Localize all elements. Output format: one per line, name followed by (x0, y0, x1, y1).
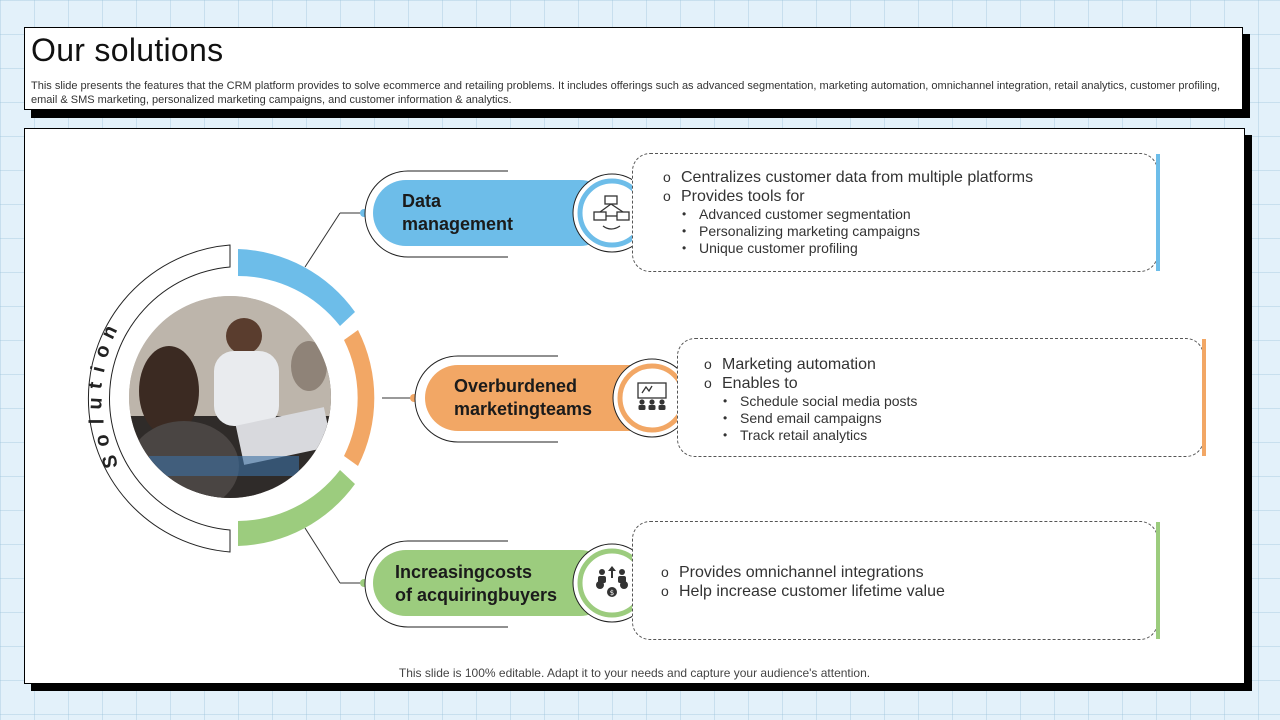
item-title-marketing-teams: Overburdened marketingteams (454, 376, 593, 419)
list-item: Send email campaigns (702, 410, 917, 427)
page-title: Our solutions (31, 32, 224, 68)
list-item: Personalizing marketing campaigns (661, 223, 1033, 240)
list-item: Marketing automation (702, 355, 917, 374)
list-item: Enables to (702, 374, 917, 393)
solution-letter: l (86, 418, 109, 425)
accent-bar (1156, 154, 1160, 271)
accent-bar (1202, 339, 1206, 456)
solution-letter: S (98, 453, 123, 471)
item-title-acquiring-buyers: Increasingcosts of acquiringbuyers (395, 562, 558, 605)
detail-box-marketing-teams: Marketing automation Enables to Schedule… (677, 338, 1206, 457)
detail-box-data-management: Centralizes customer data from multiple … (632, 153, 1160, 272)
team-photo (129, 296, 331, 498)
header-card: Our solutions This slide presents the fe… (24, 27, 1243, 110)
list-item: Centralizes customer data from multiple … (661, 168, 1033, 187)
list-item: Provides tools for (661, 187, 1033, 206)
solution-letter: o (91, 433, 114, 448)
footer-note: This slide is 100% editable. Adapt it to… (398, 666, 871, 680)
list-item: Advanced customer segmentation (661, 206, 1033, 223)
detail-list: Provides omnichannel integrations Help i… (659, 563, 945, 601)
list-item: Unique customer profiling (661, 240, 1033, 257)
item-title-data-management: Data management (402, 191, 514, 234)
list-item: Help increase customer lifetime value (659, 582, 945, 601)
list-item: Schedule social media posts (702, 393, 917, 410)
list-item: Track retail analytics (702, 427, 917, 444)
detail-list: Centralizes customer data from multiple … (661, 168, 1033, 257)
list-item: Provides omnichannel integrations (659, 563, 945, 582)
detail-list: Marketing automation Enables to Schedule… (702, 355, 917, 444)
detail-box-acquiring-buyers: Provides omnichannel integrations Help i… (632, 521, 1160, 640)
page-subtitle: This slide presents the features that th… (31, 80, 1221, 106)
accent-bar (1156, 522, 1160, 639)
